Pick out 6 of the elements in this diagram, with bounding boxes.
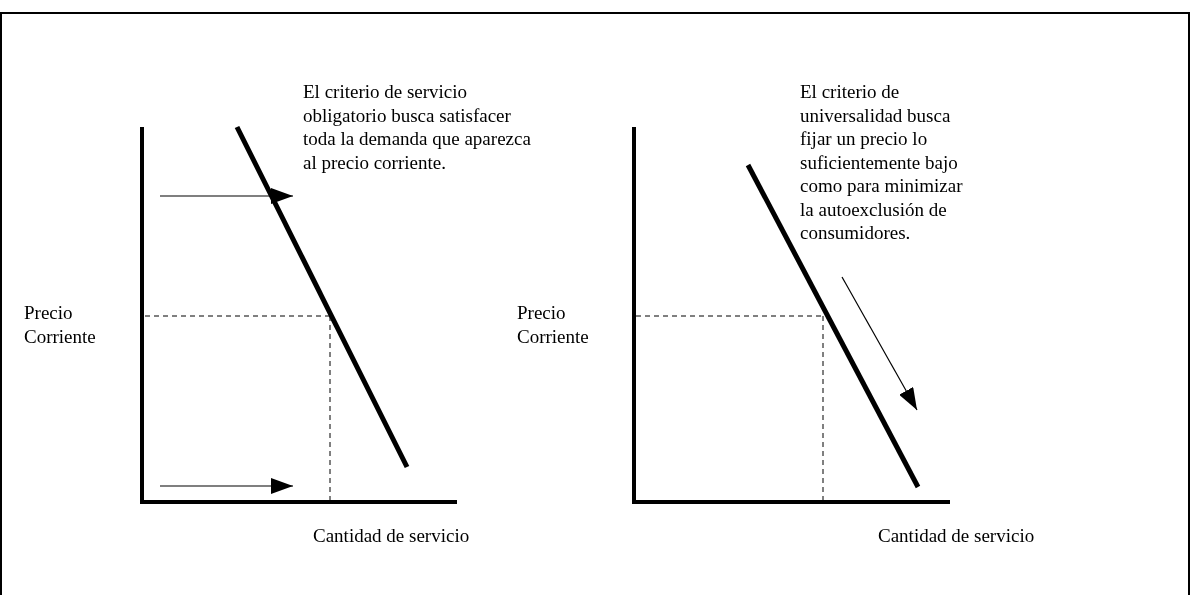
axis-label: Cantidad de servicio [313, 524, 471, 548]
criterion-note: El criterio de servicio obligatorio busca satisfacer toda la demanda que aparezca al precio corriente. [303, 80, 532, 174]
axis-label: Precio Corriente [517, 301, 590, 348]
axis-label: Cantidad de servicio [878, 524, 1036, 548]
axis-label: Precio Corriente [24, 301, 97, 348]
criterion-note: El criterio de universalidad busca fijar un precio lo suficientemente bajo como para minimizar la autoexclusión de consumidores. [800, 80, 964, 245]
